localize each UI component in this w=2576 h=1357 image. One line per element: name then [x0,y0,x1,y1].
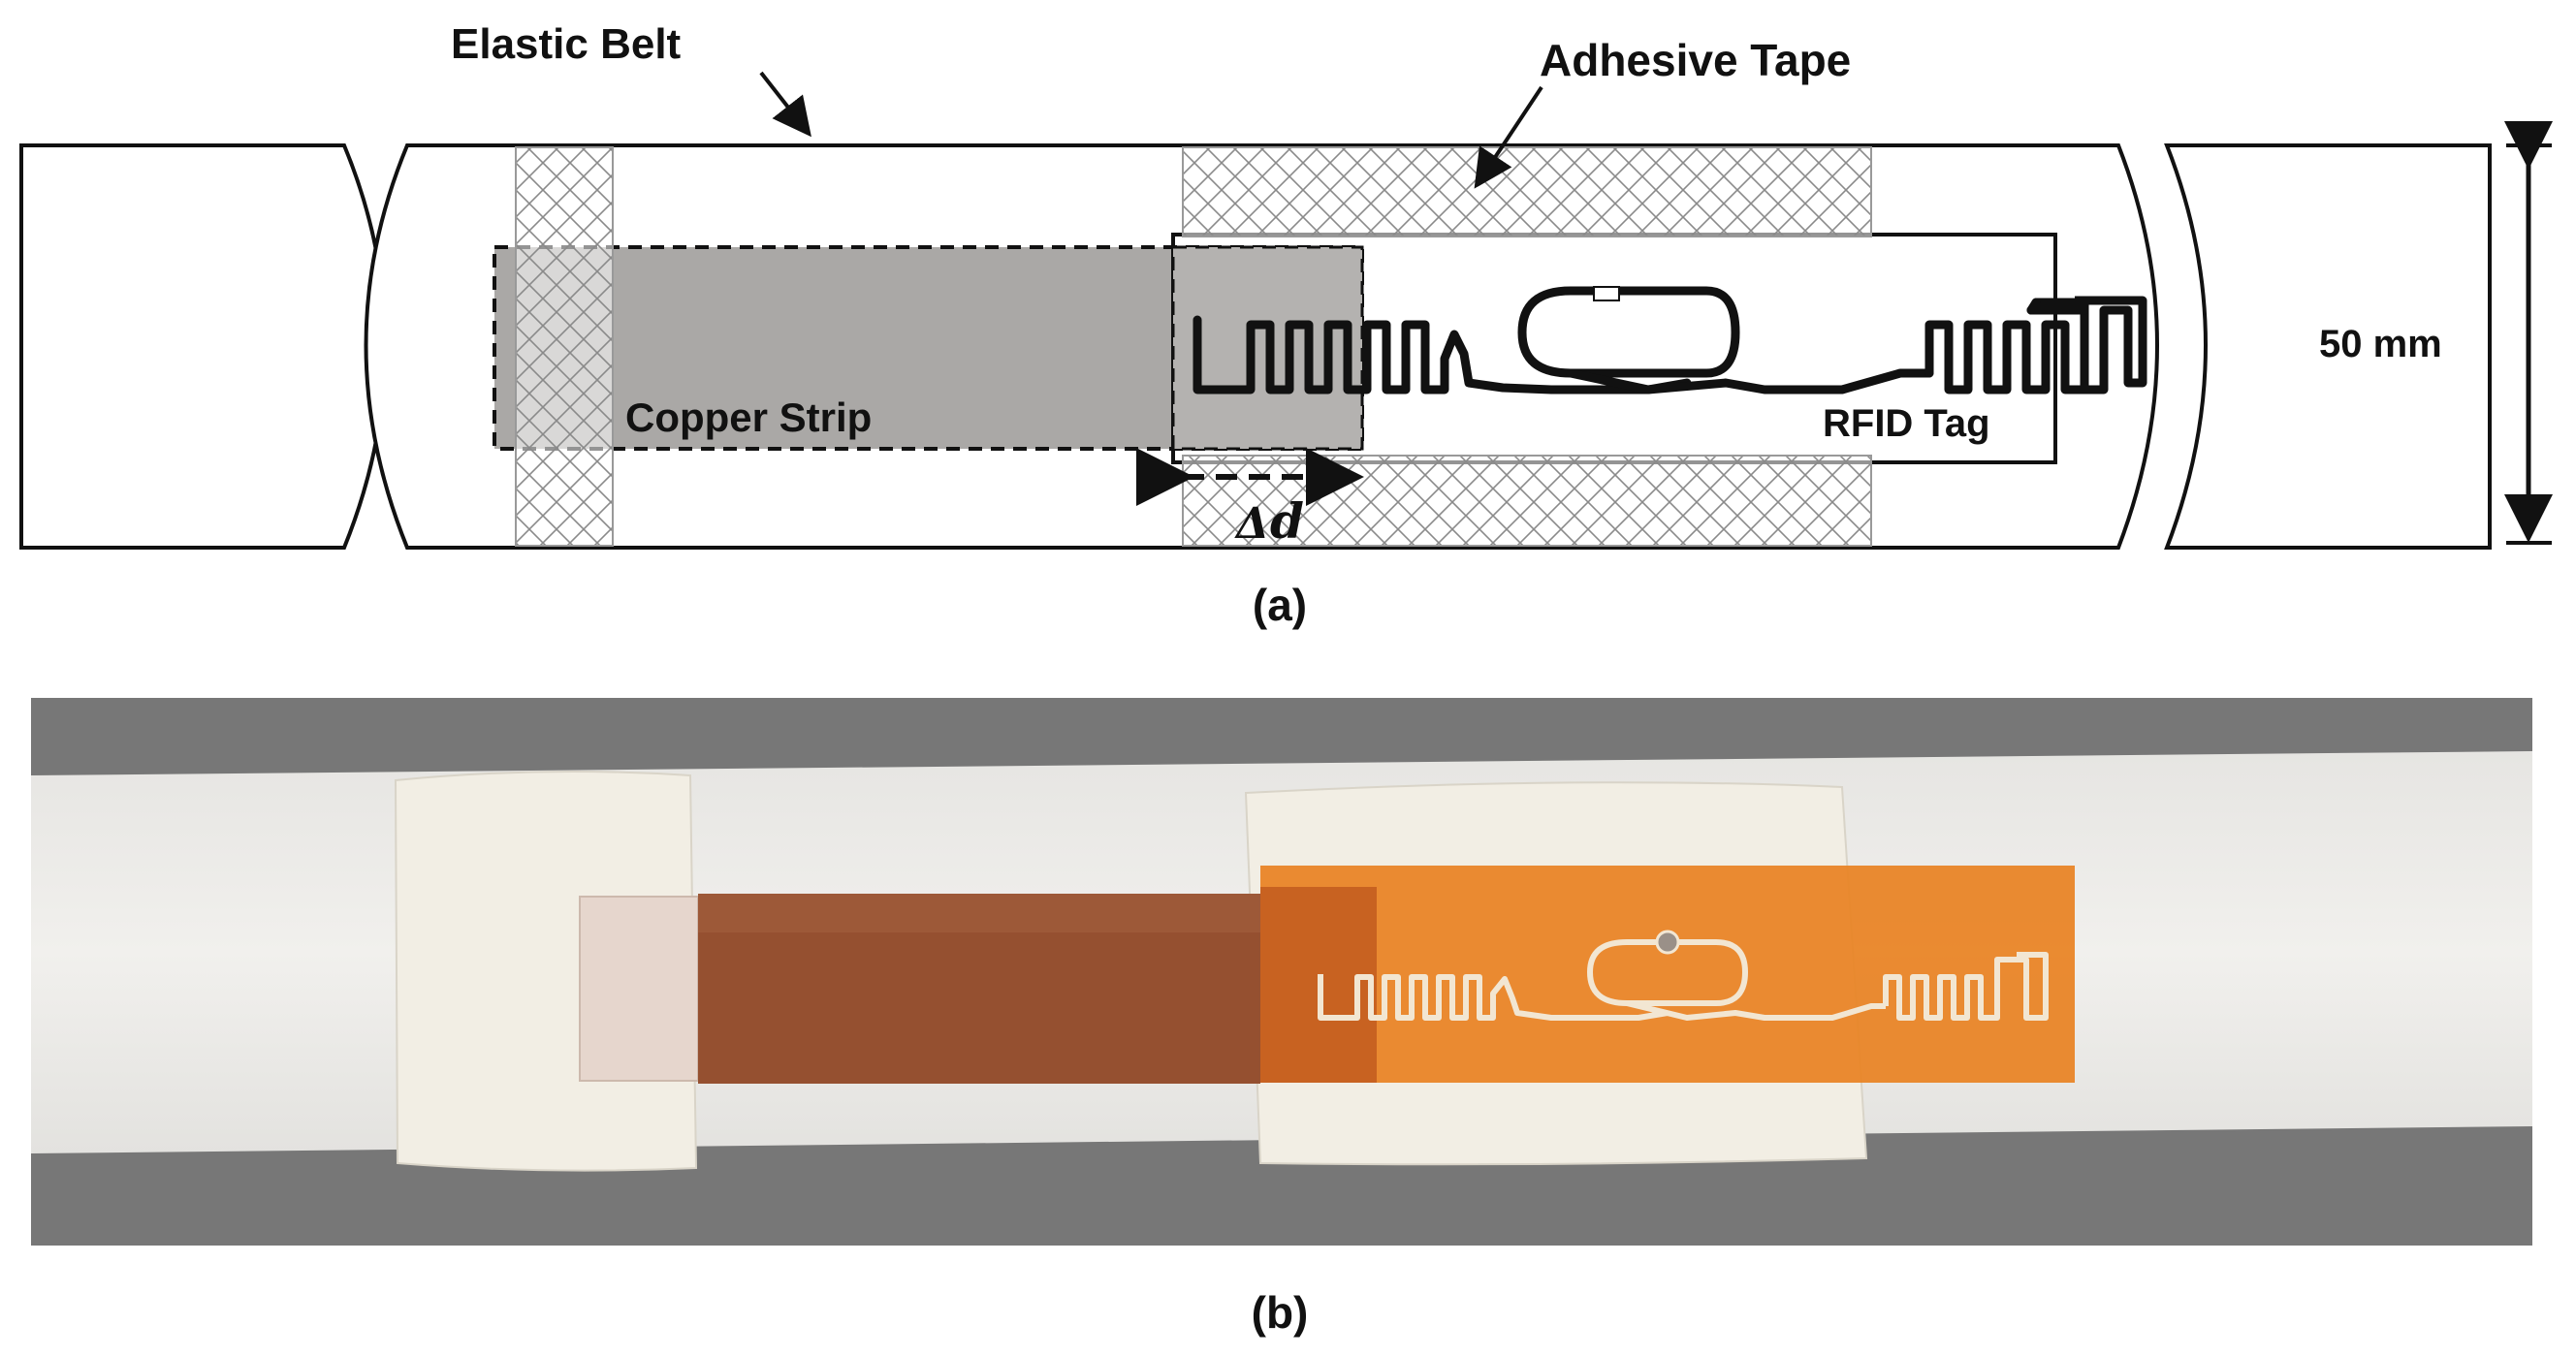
rfid-chip [1593,286,1620,301]
belt-right-fragment [2164,143,2492,550]
rfid-antenna [1193,286,2089,394]
rfid-tag-label: RFID Tag [1823,402,1990,445]
panel-b-photo: (b) [31,698,2532,1338]
photo-rfid-antenna [1318,939,2049,1021]
adhesive-tape-leader [1474,85,1543,189]
photo-rfid-chip [1655,930,1680,955]
photo-copper-end [579,896,699,1082]
panel-a-caption: (a) [1253,580,1307,630]
delta-variable: d [1270,492,1304,550]
panel-b-caption: (b) [1252,1287,1309,1338]
adhesive-tape-left [515,146,614,547]
width-dimension-label: 50 mm [2319,323,2442,365]
rfid-antenna-right-bend [2075,296,2147,394]
delta-symbol: Δ [1234,499,1269,549]
panel-a-schematic: Δ d Elastic Belt Adhesive Tape Copper St… [19,20,2553,630]
belt-left-fragment [19,143,388,550]
adhesive-tape-top [1182,146,1872,237]
adhesive-tape-label: Adhesive Tape [1540,35,1851,85]
elastic-belt-label: Elastic Belt [451,20,682,68]
copper-strip-label: Copper Strip [625,394,872,440]
elastic-belt-leader [759,71,811,138]
photo-copper-strip-shine [698,894,1260,932]
